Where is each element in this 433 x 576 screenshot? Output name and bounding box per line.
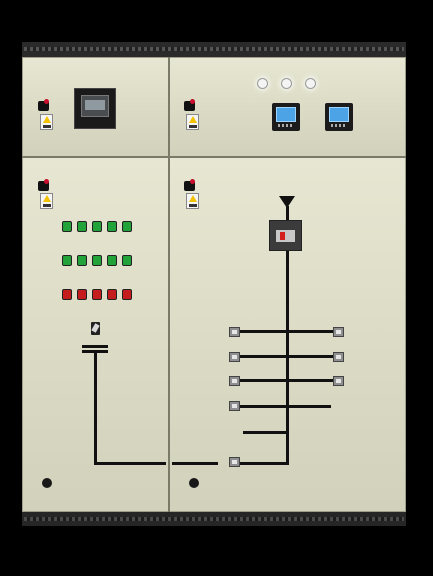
door-lock-icon	[38, 99, 49, 111]
warning-label-bar	[189, 125, 197, 128]
warning-label-bar	[43, 204, 51, 207]
feeder-terminal	[229, 401, 240, 411]
push-button-icon	[77, 255, 87, 266]
digital-meter-screen	[329, 107, 349, 122]
feeder-terminal	[333, 327, 344, 337]
warning-label-bar	[43, 125, 51, 128]
door-seam-horizontal	[22, 156, 406, 158]
mimic-wire-main-vertical	[286, 251, 289, 465]
lock-key-dot	[44, 99, 49, 104]
terminal-hole	[232, 330, 237, 334]
feeder-wire-spare	[243, 431, 289, 434]
push-button-icon	[62, 221, 72, 232]
analog-meter	[74, 88, 116, 129]
breaker-face	[276, 230, 295, 242]
door-lock-icon	[189, 478, 199, 488]
breaker-handle	[280, 232, 285, 240]
door-lock-icon	[38, 179, 49, 191]
pilot-lamp-icon	[305, 78, 316, 89]
warning-triangle-shape	[189, 195, 197, 202]
feeder-terminal	[229, 457, 240, 467]
busbar-symbol-top	[82, 345, 108, 348]
push-button-icon	[122, 289, 132, 300]
feeder-wire	[240, 379, 333, 382]
push-button-icon	[122, 221, 132, 232]
door-lock-icon	[184, 99, 195, 111]
push-button-icon	[77, 221, 87, 232]
feeder-wire	[240, 330, 333, 333]
terminal-hole	[336, 379, 341, 383]
push-button-icon	[92, 289, 102, 300]
feeder-terminal	[229, 327, 240, 337]
terminal-hole	[336, 355, 341, 359]
warning-triangle-shape	[43, 195, 51, 202]
mimic-wire-left-vertical	[94, 353, 97, 465]
pilot-lamp-icon	[257, 78, 268, 89]
mimic-wire-link	[172, 462, 218, 465]
feeder-terminal	[229, 376, 240, 386]
push-button-icon	[62, 289, 72, 300]
lock-key-dot	[44, 179, 49, 184]
push-button-icon	[107, 289, 117, 300]
warning-triangle-icon	[40, 114, 53, 130]
lock-key-dot	[190, 99, 195, 104]
feeder-terminal	[333, 352, 344, 362]
terminal-hole	[232, 355, 237, 359]
antenna-icon	[279, 196, 295, 208]
warning-triangle-icon	[40, 193, 53, 209]
selector-knob	[91, 323, 100, 333]
feeder-terminal	[333, 376, 344, 386]
terminal-hole	[232, 460, 237, 464]
terminal-hole	[336, 330, 341, 334]
selector-switch	[91, 322, 100, 335]
mimic-wire-incoming	[286, 206, 289, 220]
warning-triangle-icon	[186, 114, 199, 130]
feeder-wire	[240, 355, 333, 358]
mimic-wire-left-horizontal	[94, 462, 166, 465]
warning-triangle-shape	[43, 116, 51, 123]
digital-meter	[272, 103, 300, 131]
digital-meter-screen	[276, 107, 296, 122]
warning-triangle-shape	[189, 116, 197, 123]
push-button-icon	[92, 221, 102, 232]
digital-meter	[325, 103, 353, 131]
digital-meter-keys	[278, 124, 294, 127]
lock-key-dot	[190, 179, 195, 184]
push-button-icon	[62, 255, 72, 266]
push-button-icon	[77, 289, 87, 300]
door-seam-vertical	[168, 57, 170, 512]
push-button-icon	[92, 255, 102, 266]
warning-label-bar	[189, 204, 197, 207]
push-button-icon	[107, 221, 117, 232]
digital-meter-keys	[331, 124, 347, 127]
analog-meter-window	[85, 100, 105, 110]
top-rail-vent	[24, 47, 404, 51]
feeder-wire	[240, 405, 331, 408]
warning-triangle-icon	[186, 193, 199, 209]
terminal-hole	[232, 404, 237, 408]
push-button-icon	[122, 255, 132, 266]
feeder-terminal	[229, 352, 240, 362]
push-button-icon	[107, 255, 117, 266]
base-rail-vent	[24, 517, 404, 521]
door-lock-icon	[184, 179, 195, 191]
mimic-wire-bottom	[240, 462, 289, 465]
pilot-lamp-icon	[281, 78, 292, 89]
terminal-hole	[232, 379, 237, 383]
busbar-symbol-bottom	[82, 350, 108, 353]
main-breaker	[269, 220, 302, 251]
analog-meter-face	[81, 95, 109, 117]
door-lock-icon	[42, 478, 52, 488]
